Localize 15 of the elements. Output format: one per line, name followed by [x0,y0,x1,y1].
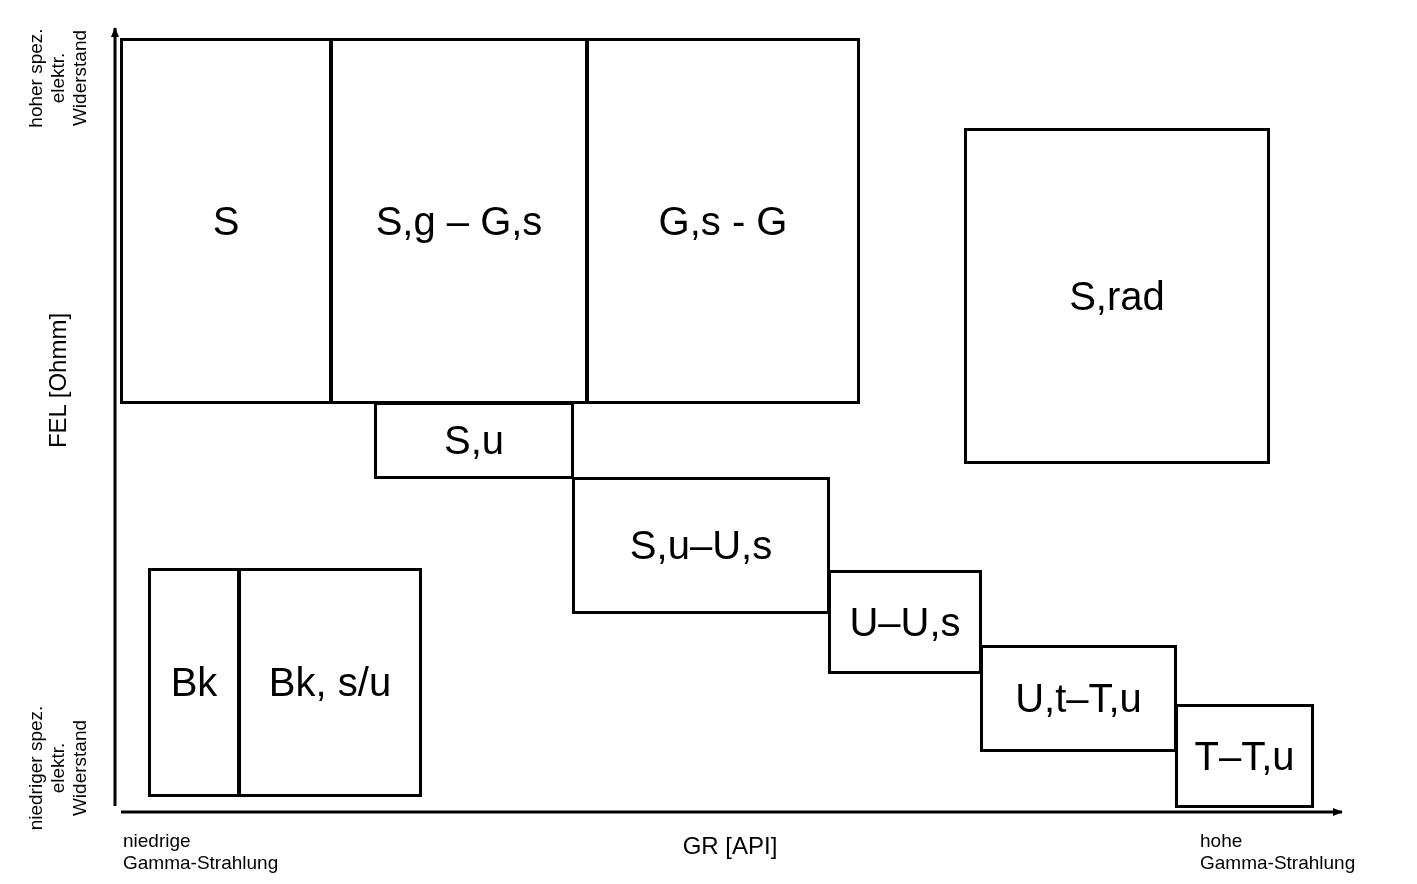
region-box: S [120,38,332,404]
region-box: S,rad [964,128,1270,464]
axis-end-label: hohe Gamma-Strahlung [1200,830,1357,874]
axis-end-label: niedrige Gamma-Strahlung [123,830,280,874]
region-box: S,g – G,s [330,38,588,404]
region-box: S,u–U,s [572,477,830,614]
region-box: U,t–T,u [980,645,1177,752]
region-box: U–U,s [828,570,982,674]
region-box: Bk [148,568,240,797]
region-box: T–T,u [1175,704,1314,808]
axis-title: FEL [Ohmm] [43,311,71,450]
region-box: G,s - G [586,38,860,404]
region-box: S,u [374,402,574,479]
region-box: Bk, s/u [238,568,422,797]
axis-title: GR [API] [681,831,779,859]
